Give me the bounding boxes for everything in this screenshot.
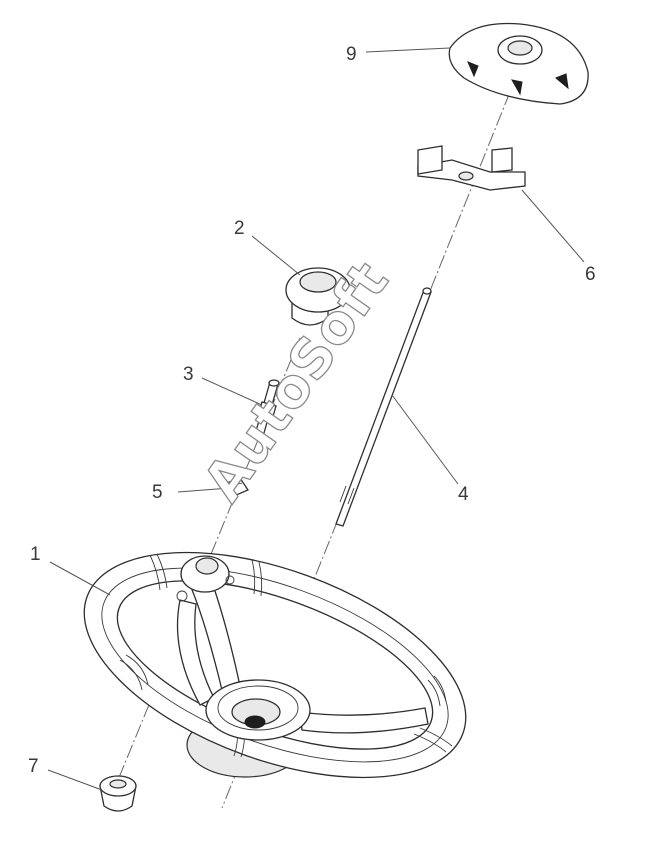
leader-line-1 <box>49 561 111 596</box>
callout-label-7: 7 <box>28 756 39 777</box>
callout-label-4: 4 <box>458 484 469 505</box>
pin-collar <box>257 401 277 421</box>
callout-label-5: 5 <box>152 482 163 503</box>
wheel-center-hub-ring <box>217 685 299 731</box>
clip-body <box>222 477 249 497</box>
horn-cover-notch-3 <box>555 73 569 90</box>
leader-line-4 <box>391 394 459 485</box>
wheel-spoke-left <box>176 599 215 706</box>
wheel-upper-boss-bore <box>195 557 219 575</box>
wheel-center-hole <box>244 715 266 729</box>
knob-cap-part <box>285 267 351 326</box>
knob-cap-top <box>299 271 337 293</box>
leader-lines <box>47 47 585 791</box>
callout-label-2: 2 <box>234 218 245 239</box>
shaft-rod-part <box>335 287 432 527</box>
leader-line-3 <box>201 377 263 406</box>
leader-line-5 <box>177 487 231 493</box>
pin-part <box>253 379 280 441</box>
bracket-part <box>417 145 526 191</box>
callout-label-9: 9 <box>346 44 357 65</box>
callout-label-1: 1 <box>30 544 41 565</box>
steering-wheel-part <box>83 551 467 779</box>
callout-label-6: 6 <box>585 264 596 285</box>
nut-part <box>99 775 137 812</box>
leader-line-6 <box>521 189 585 263</box>
leader-line-2 <box>251 235 301 276</box>
callout-labels: 1 2 3 4 5 6 7 9 <box>28 44 596 777</box>
leader-line-7 <box>47 769 103 791</box>
bracket-right-tab <box>491 147 513 173</box>
horn-cover-part <box>448 22 589 105</box>
bracket-left-tab <box>417 145 443 175</box>
leader-line-9 <box>365 47 451 53</box>
wheel-spoke-right <box>299 707 429 734</box>
horn-cover-notch-1 <box>467 61 479 78</box>
horn-cover-notch-2 <box>511 79 523 96</box>
clip-part <box>222 477 249 497</box>
callout-label-3: 3 <box>183 364 194 385</box>
